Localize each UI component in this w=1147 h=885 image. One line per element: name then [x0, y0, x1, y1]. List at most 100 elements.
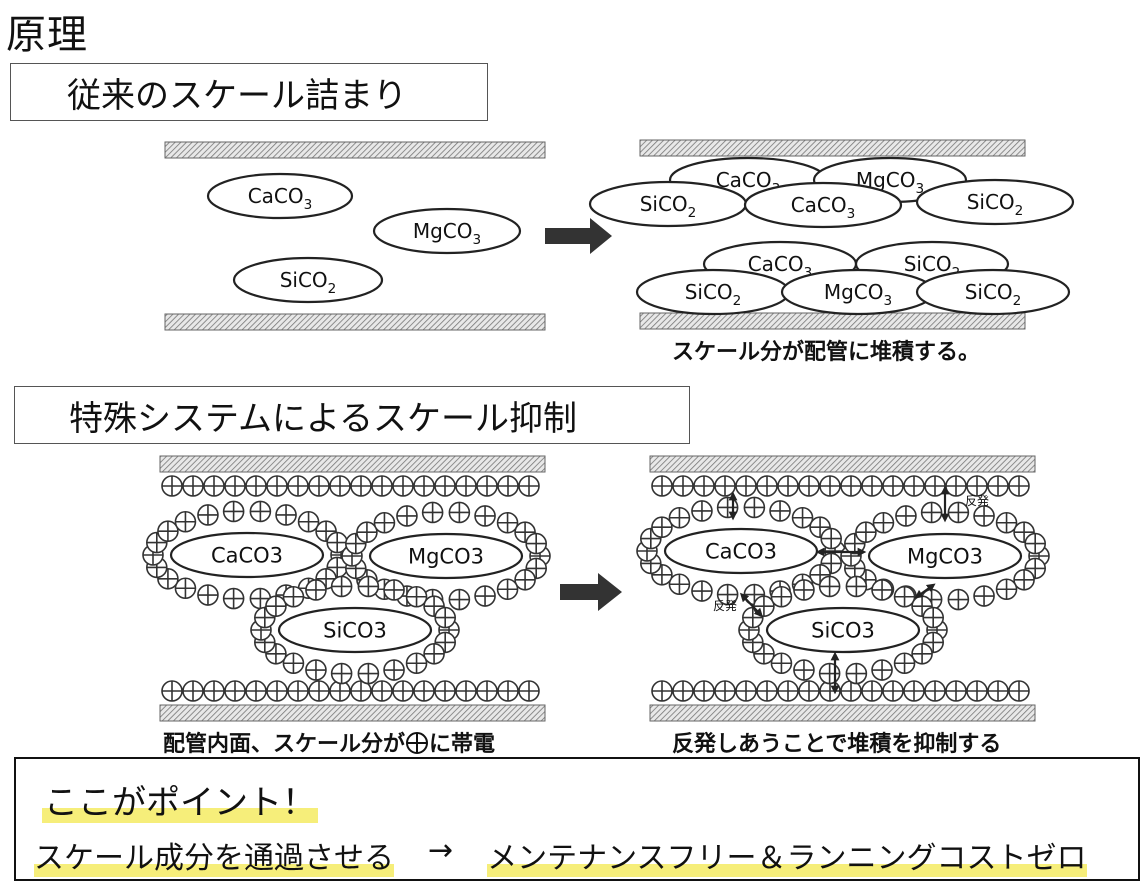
molecule-ellipse [368, 532, 524, 580]
charge-plus [871, 579, 893, 601]
molecule-ellipse [169, 531, 325, 579]
charge-plus [793, 659, 815, 681]
charge-plus [966, 475, 988, 497]
molecule-ellipse [206, 172, 354, 220]
charge-plus [871, 659, 893, 681]
charge-plus [995, 578, 1018, 601]
point-arrow: → [428, 833, 454, 868]
point-left: スケール成分を通過させる [34, 833, 394, 877]
molecule-right-10: SiCO2 [915, 268, 1071, 316]
charge-plus [413, 475, 435, 497]
charge-plus [855, 521, 877, 544]
molecule-right-8: SiCO2 [635, 268, 791, 316]
molecule-ellipse [743, 181, 903, 229]
charge-plus [769, 500, 791, 522]
charge-plus [203, 475, 225, 497]
charge-plus [861, 475, 883, 497]
charged-molecule-right-3: SiCO3 [765, 606, 921, 654]
charge-plus [282, 585, 305, 608]
charge-plus [818, 575, 841, 598]
page-title: 原理 [6, 12, 88, 58]
molecule-ellipse [232, 256, 384, 304]
charge-plus [356, 521, 378, 544]
charge-plus [861, 680, 883, 702]
charge-plus [922, 606, 944, 629]
charge-plus [756, 680, 778, 702]
charge-plus [924, 680, 946, 702]
charge-plus [770, 652, 793, 675]
charge-plus [497, 475, 519, 497]
molecule-label: CaCO3 [705, 540, 777, 564]
charge-plus [691, 580, 713, 602]
charge-plus [392, 680, 414, 702]
charge-plus [820, 527, 842, 550]
molecule-right-3: SiCO2 [588, 180, 748, 228]
charge-plus [287, 680, 309, 702]
pipe-wall-bottom-right [639, 312, 1026, 330]
charge-plus [651, 475, 673, 497]
charge-plus [791, 506, 814, 529]
caption-left-part-a: 配管内面、スケール分が [163, 732, 406, 757]
charge-plus [455, 475, 477, 497]
charge-plus [308, 680, 330, 702]
molecule-label: MgCO3 [907, 545, 983, 569]
molecule-right-5: SiCO2 [915, 178, 1075, 226]
point-title-text: ここがポイント！ [42, 783, 318, 823]
pipe-wall-bottom-left [164, 313, 546, 331]
pipe-wall-top-left-2 [159, 455, 546, 473]
repel-arrow [914, 583, 936, 599]
molecule-label: CaCO3 [248, 184, 313, 213]
charge-plus [947, 588, 970, 611]
charge-plus [305, 659, 327, 681]
charge-plus [197, 584, 219, 606]
molecule-left-3: SiCO2 [232, 256, 384, 304]
pipe-wall-top-right [639, 139, 1026, 157]
charge-plus [845, 662, 868, 685]
charge-plus [282, 652, 305, 675]
charge-plus [383, 579, 405, 601]
charge-plus [224, 680, 246, 702]
caption-left-part-b: に帯電 [429, 732, 496, 757]
charge-plus [448, 501, 471, 524]
charge-plus [266, 680, 288, 702]
pipe-wall-bottom-left-2 [159, 704, 546, 722]
charge-plus [222, 500, 245, 523]
molecule-right-4: CaCO3 [743, 181, 903, 229]
point-title: ここがポイント！ [42, 775, 318, 824]
charge-plus [182, 680, 204, 702]
charge-plus [497, 680, 519, 702]
charge-plus [434, 680, 456, 702]
charge-plus [383, 659, 405, 681]
charge-plus [305, 579, 327, 601]
molecule-right-9: MgCO3 [780, 268, 936, 316]
charge-plus [756, 475, 778, 497]
point-line: スケール成分を通過させる → メンテナンスフリー＆ランニングコストゼロ [34, 833, 1087, 877]
charge-plus [668, 573, 691, 596]
charge-plus [920, 501, 943, 524]
charge-plus [693, 475, 715, 497]
charge-plus [455, 680, 477, 702]
charge-plus [793, 579, 815, 601]
charge-plus [514, 568, 536, 591]
charge-plus [798, 680, 820, 702]
molecule-label: SiCO2 [640, 192, 697, 221]
charge-plus [1008, 680, 1030, 702]
charge-plus [525, 532, 547, 555]
charge-plus [714, 475, 736, 497]
charge-plus [777, 680, 799, 702]
molecule-left-1: CaCO3 [206, 172, 354, 220]
section2-label-text: 特殊システムによるスケール抑制 [69, 398, 577, 439]
molecule-label: MgCO3 [408, 545, 484, 569]
charge-plus [903, 475, 925, 497]
charge-plus [518, 475, 540, 497]
charge-plus [882, 475, 904, 497]
charge-plus [371, 680, 393, 702]
charge-plus [518, 680, 540, 702]
charge-plus [297, 510, 320, 533]
molecule-label: SiCO2 [280, 268, 337, 297]
section1-caption: スケール分が配管に堆積する。 [672, 340, 981, 365]
molecule-label: SiCO2 [965, 280, 1022, 309]
charge-plus [330, 575, 353, 598]
charge-plus [840, 475, 862, 497]
